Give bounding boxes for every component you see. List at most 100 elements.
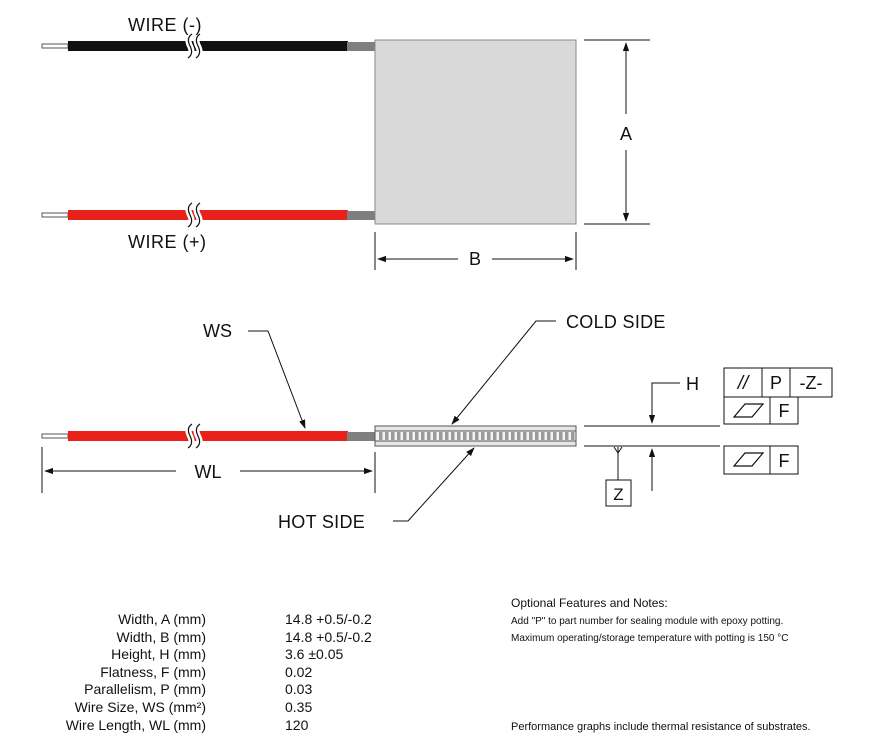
spec-value: 120 xyxy=(285,716,309,733)
dimension-a-label: A xyxy=(620,124,632,144)
spec-row: Height, H (mm) 3.6 ±0.05 xyxy=(0,646,480,664)
pellet xyxy=(493,432,497,440)
pellet xyxy=(469,432,473,440)
datum-z: Z xyxy=(605,446,632,507)
pellet xyxy=(517,432,521,440)
spec-row: Parallelism, P (mm) 0.03 xyxy=(0,681,480,699)
spec-row: Wire Length, WL (mm) 120 xyxy=(0,717,480,735)
spec-label: Parallelism, P (mm) xyxy=(84,681,206,698)
spec-value: 0.02 xyxy=(285,663,313,680)
pellet xyxy=(505,432,509,440)
pellet-array xyxy=(379,432,575,440)
pellet xyxy=(523,432,527,440)
cold-side-label: COLD SIDE xyxy=(566,312,666,332)
flatness-frame-bottom: F xyxy=(723,445,799,475)
note-line: Add "P" to part number for sealing modul… xyxy=(511,616,784,627)
flatness-tolerance-bottom: F xyxy=(779,451,790,471)
flatness-symbol xyxy=(732,452,765,467)
spec-label: Flatness, F (mm) xyxy=(100,663,206,680)
pellet xyxy=(553,432,557,440)
spec-row: Width, A (mm) 14.8 +0.5/-0.2 xyxy=(0,611,480,629)
dimension-wl-label: WL xyxy=(195,462,222,482)
pellet xyxy=(415,432,419,440)
datum-z-label: Z xyxy=(613,485,623,504)
pellet xyxy=(439,432,443,440)
parallelism-datum: -Z- xyxy=(800,373,823,393)
notes-section: Optional Features and Notes: Add "P" to … xyxy=(511,596,881,647)
wire-negative xyxy=(41,31,375,61)
spec-label: Height, H (mm) xyxy=(111,646,206,663)
pellet xyxy=(445,432,449,440)
pellet xyxy=(511,432,515,440)
pellet xyxy=(451,432,455,440)
cold-side-leader xyxy=(451,320,556,425)
hot-side-label: HOT SIDE xyxy=(278,512,365,532)
pellet xyxy=(529,432,533,440)
ws-label: WS xyxy=(203,321,232,341)
wire-break-symbol xyxy=(185,200,203,230)
hot-side-plate xyxy=(374,440,577,447)
dimension-h: H xyxy=(584,374,720,491)
pellet xyxy=(475,432,479,440)
wire-negative-sleeve xyxy=(347,42,375,51)
spec-value: 14.8 +0.5/-0.2 xyxy=(285,611,372,627)
pellet xyxy=(457,432,461,440)
spec-row: Flatness, F (mm) 0.02 xyxy=(0,664,480,682)
pellet xyxy=(559,432,563,440)
spec-value: 14.8 +0.5/-0.2 xyxy=(285,628,372,645)
wire-negative-insulation xyxy=(68,41,348,51)
wire-positive-label: WIRE (+) xyxy=(128,232,207,252)
spec-table: Width, A (mm) 14.8 +0.5/-0.2 Width, B (m… xyxy=(0,611,480,734)
spec-row: Wire Size, WS (mm²) 0.35 xyxy=(0,699,480,717)
parallelism-symbol: // xyxy=(736,373,750,394)
pellet xyxy=(433,432,437,440)
dimension-h-label: H xyxy=(686,374,699,394)
wire-positive-insulation xyxy=(68,210,348,220)
wire-break-symbol xyxy=(185,31,203,61)
side-wire-insulation xyxy=(68,431,348,441)
pellet xyxy=(499,432,503,440)
pellet xyxy=(481,432,485,440)
pellet xyxy=(409,432,413,440)
flatness-tolerance-top: F xyxy=(779,401,790,421)
parallelism-tolerance: P xyxy=(770,373,782,393)
pellet xyxy=(403,432,407,440)
hot-side-leader xyxy=(393,447,475,522)
cold-side-plate xyxy=(374,425,577,432)
side-wire xyxy=(41,421,375,451)
dimension-b-label: B xyxy=(469,249,481,269)
wire-negative-tip xyxy=(41,43,69,49)
pellet xyxy=(427,432,431,440)
pellet xyxy=(535,432,539,440)
spec-value: 0.35 xyxy=(285,698,313,715)
wire-positive xyxy=(41,200,375,230)
technical-drawing: WIRE (-) WIRE (+) A xyxy=(41,15,833,532)
side-wire-sleeve xyxy=(347,432,375,441)
pellet xyxy=(487,432,491,440)
pellet xyxy=(421,432,425,440)
top-view: WIRE (-) WIRE (+) A xyxy=(41,15,650,270)
spec-row: Width, B (mm) 14.8 +0.5/-0.2 xyxy=(0,629,480,647)
side-wire-tip xyxy=(41,433,69,439)
pellet xyxy=(547,432,551,440)
note-line: Maximum operating/storage temperature wi… xyxy=(511,633,789,644)
ws-leader xyxy=(248,330,306,429)
side-view: WS WL COLD SIDE HOT SIDE H xyxy=(41,312,833,532)
spec-label: Wire Length, WL (mm) xyxy=(65,716,206,733)
dimension-a: A xyxy=(584,39,650,225)
flatness-symbol xyxy=(732,403,765,418)
spec-value: 0.03 xyxy=(285,681,313,698)
parallelism-frame: // P -Z- xyxy=(723,367,833,398)
wire-break-symbol xyxy=(185,421,203,451)
pellet xyxy=(571,432,575,440)
module-profile xyxy=(374,425,577,447)
wire-negative-label: WIRE (-) xyxy=(128,15,202,35)
pellet xyxy=(385,432,389,440)
wire-positive-tip xyxy=(41,212,69,218)
wire-positive-sleeve xyxy=(347,211,375,220)
notes-footer: Performance graphs include thermal resis… xyxy=(511,721,811,733)
spec-label: Wire Size, WS (mm²) xyxy=(74,698,206,715)
pellet xyxy=(397,432,401,440)
notes-title: Optional Features and Notes: xyxy=(511,596,668,610)
pellet xyxy=(391,432,395,440)
